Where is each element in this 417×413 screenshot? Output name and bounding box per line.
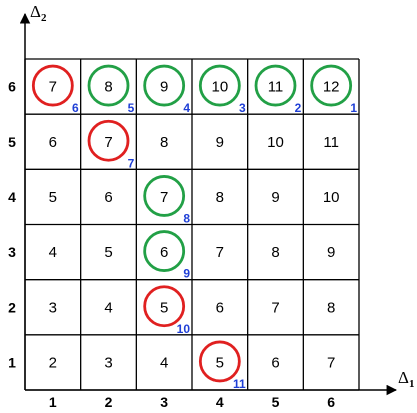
green-circle [87, 64, 130, 107]
axis-ticks: 1 2 3 4 5 6 1 2 3 4 5 6 [8, 79, 335, 410]
x-tick-label: 3 [160, 394, 168, 410]
y-tick-label: 2 [8, 299, 16, 315]
y-axis-subscript: 2 [41, 12, 47, 24]
circle-order-label: 1 [350, 101, 357, 115]
cell-value: 5 [49, 189, 57, 206]
cell-value: 4 [160, 354, 168, 371]
circle-order-label: 5 [128, 101, 135, 115]
cell-value: 11 [268, 79, 284, 96]
cell-value: 5 [160, 299, 168, 316]
x-axis-label: Δ1 [398, 368, 414, 390]
cell-value: 2 [49, 354, 57, 371]
circle-order-label: 6 [72, 101, 79, 115]
cell-value: 9 [271, 189, 279, 206]
y-tick-label: 6 [8, 79, 16, 95]
cell-value: 9 [327, 244, 335, 261]
cell-value: 7 [327, 354, 335, 371]
circle-order-label: 3 [239, 101, 246, 115]
cell-value: 12 [323, 79, 340, 96]
cell-value: 10 [267, 134, 284, 151]
cell-value: 7 [49, 79, 57, 96]
cell-value: 6 [104, 189, 112, 206]
cell-value: 8 [216, 189, 224, 206]
circle-order-label: 9 [183, 267, 190, 281]
green-circle [254, 64, 297, 107]
y-tick-label: 3 [8, 244, 16, 260]
green-circle [198, 64, 241, 107]
y-tick-label: 5 [8, 134, 16, 150]
cell-value: 7 [271, 299, 279, 316]
circle-order-label: 11 [233, 377, 246, 391]
x-axis-subscript: 1 [409, 378, 415, 390]
cell-value: 8 [271, 244, 279, 261]
red-circle [31, 64, 74, 107]
cell-value: 5 [104, 244, 112, 261]
y-tick-label: 4 [8, 189, 16, 205]
cell-value: 6 [216, 299, 224, 316]
y-tick-label: 1 [8, 354, 16, 370]
cell-value: 7 [104, 134, 112, 151]
cell-value: 9 [216, 134, 224, 151]
cell-value: 5 [216, 354, 224, 371]
circle-order-label: 2 [295, 101, 302, 115]
highlight-circles: 6 5 4 3 2 1 7 8 9 10 11 [31, 64, 357, 391]
red-circle [87, 119, 130, 162]
x-tick-label: 4 [216, 394, 224, 410]
green-circle [143, 64, 186, 107]
cell-value: 8 [104, 79, 112, 96]
y-axis-label: Δ2 [30, 2, 47, 24]
cell-value: 3 [49, 299, 57, 316]
cell-value: 8 [160, 134, 168, 151]
circle-order-label: 7 [128, 156, 135, 170]
circle-order-label: 8 [183, 212, 190, 226]
x-tick-label: 6 [327, 394, 335, 410]
green-circle [143, 175, 186, 217]
cell-value: 4 [104, 299, 112, 316]
cell-value: 4 [49, 244, 57, 261]
cell-value: 10 [211, 79, 228, 96]
cell-value: 7 [216, 244, 224, 261]
cell-value: 6 [49, 134, 57, 151]
cell-value: 7 [160, 189, 168, 206]
circle-order-label: 10 [177, 322, 191, 336]
grid-lines [24, 58, 360, 391]
cell-value: 6 [271, 354, 279, 371]
x-axis-symbol: Δ [398, 368, 409, 387]
cell-value: 10 [323, 189, 340, 206]
y-axis-symbol: Δ [30, 2, 41, 21]
cell-value: 6 [160, 244, 168, 261]
x-tick-label: 2 [105, 394, 113, 410]
circle-order-label: 4 [183, 101, 190, 115]
red-circle [198, 340, 241, 383]
cell-value: 8 [327, 299, 335, 316]
x-tick-label: 5 [272, 394, 280, 410]
green-circle [143, 230, 186, 272]
cell-value: 11 [323, 134, 339, 151]
cell-value: 3 [104, 354, 112, 371]
red-circle [143, 285, 186, 328]
x-tick-label: 1 [49, 394, 57, 410]
green-circle [310, 64, 353, 107]
cell-values: 7 8 9 10 11 12 6 7 8 9 10 11 5 6 7 8 9 10 4 5 6 7 8 9 3 4 5 6 7 8 2 3 4 5… [49, 79, 340, 372]
cell-value: 9 [160, 79, 168, 96]
